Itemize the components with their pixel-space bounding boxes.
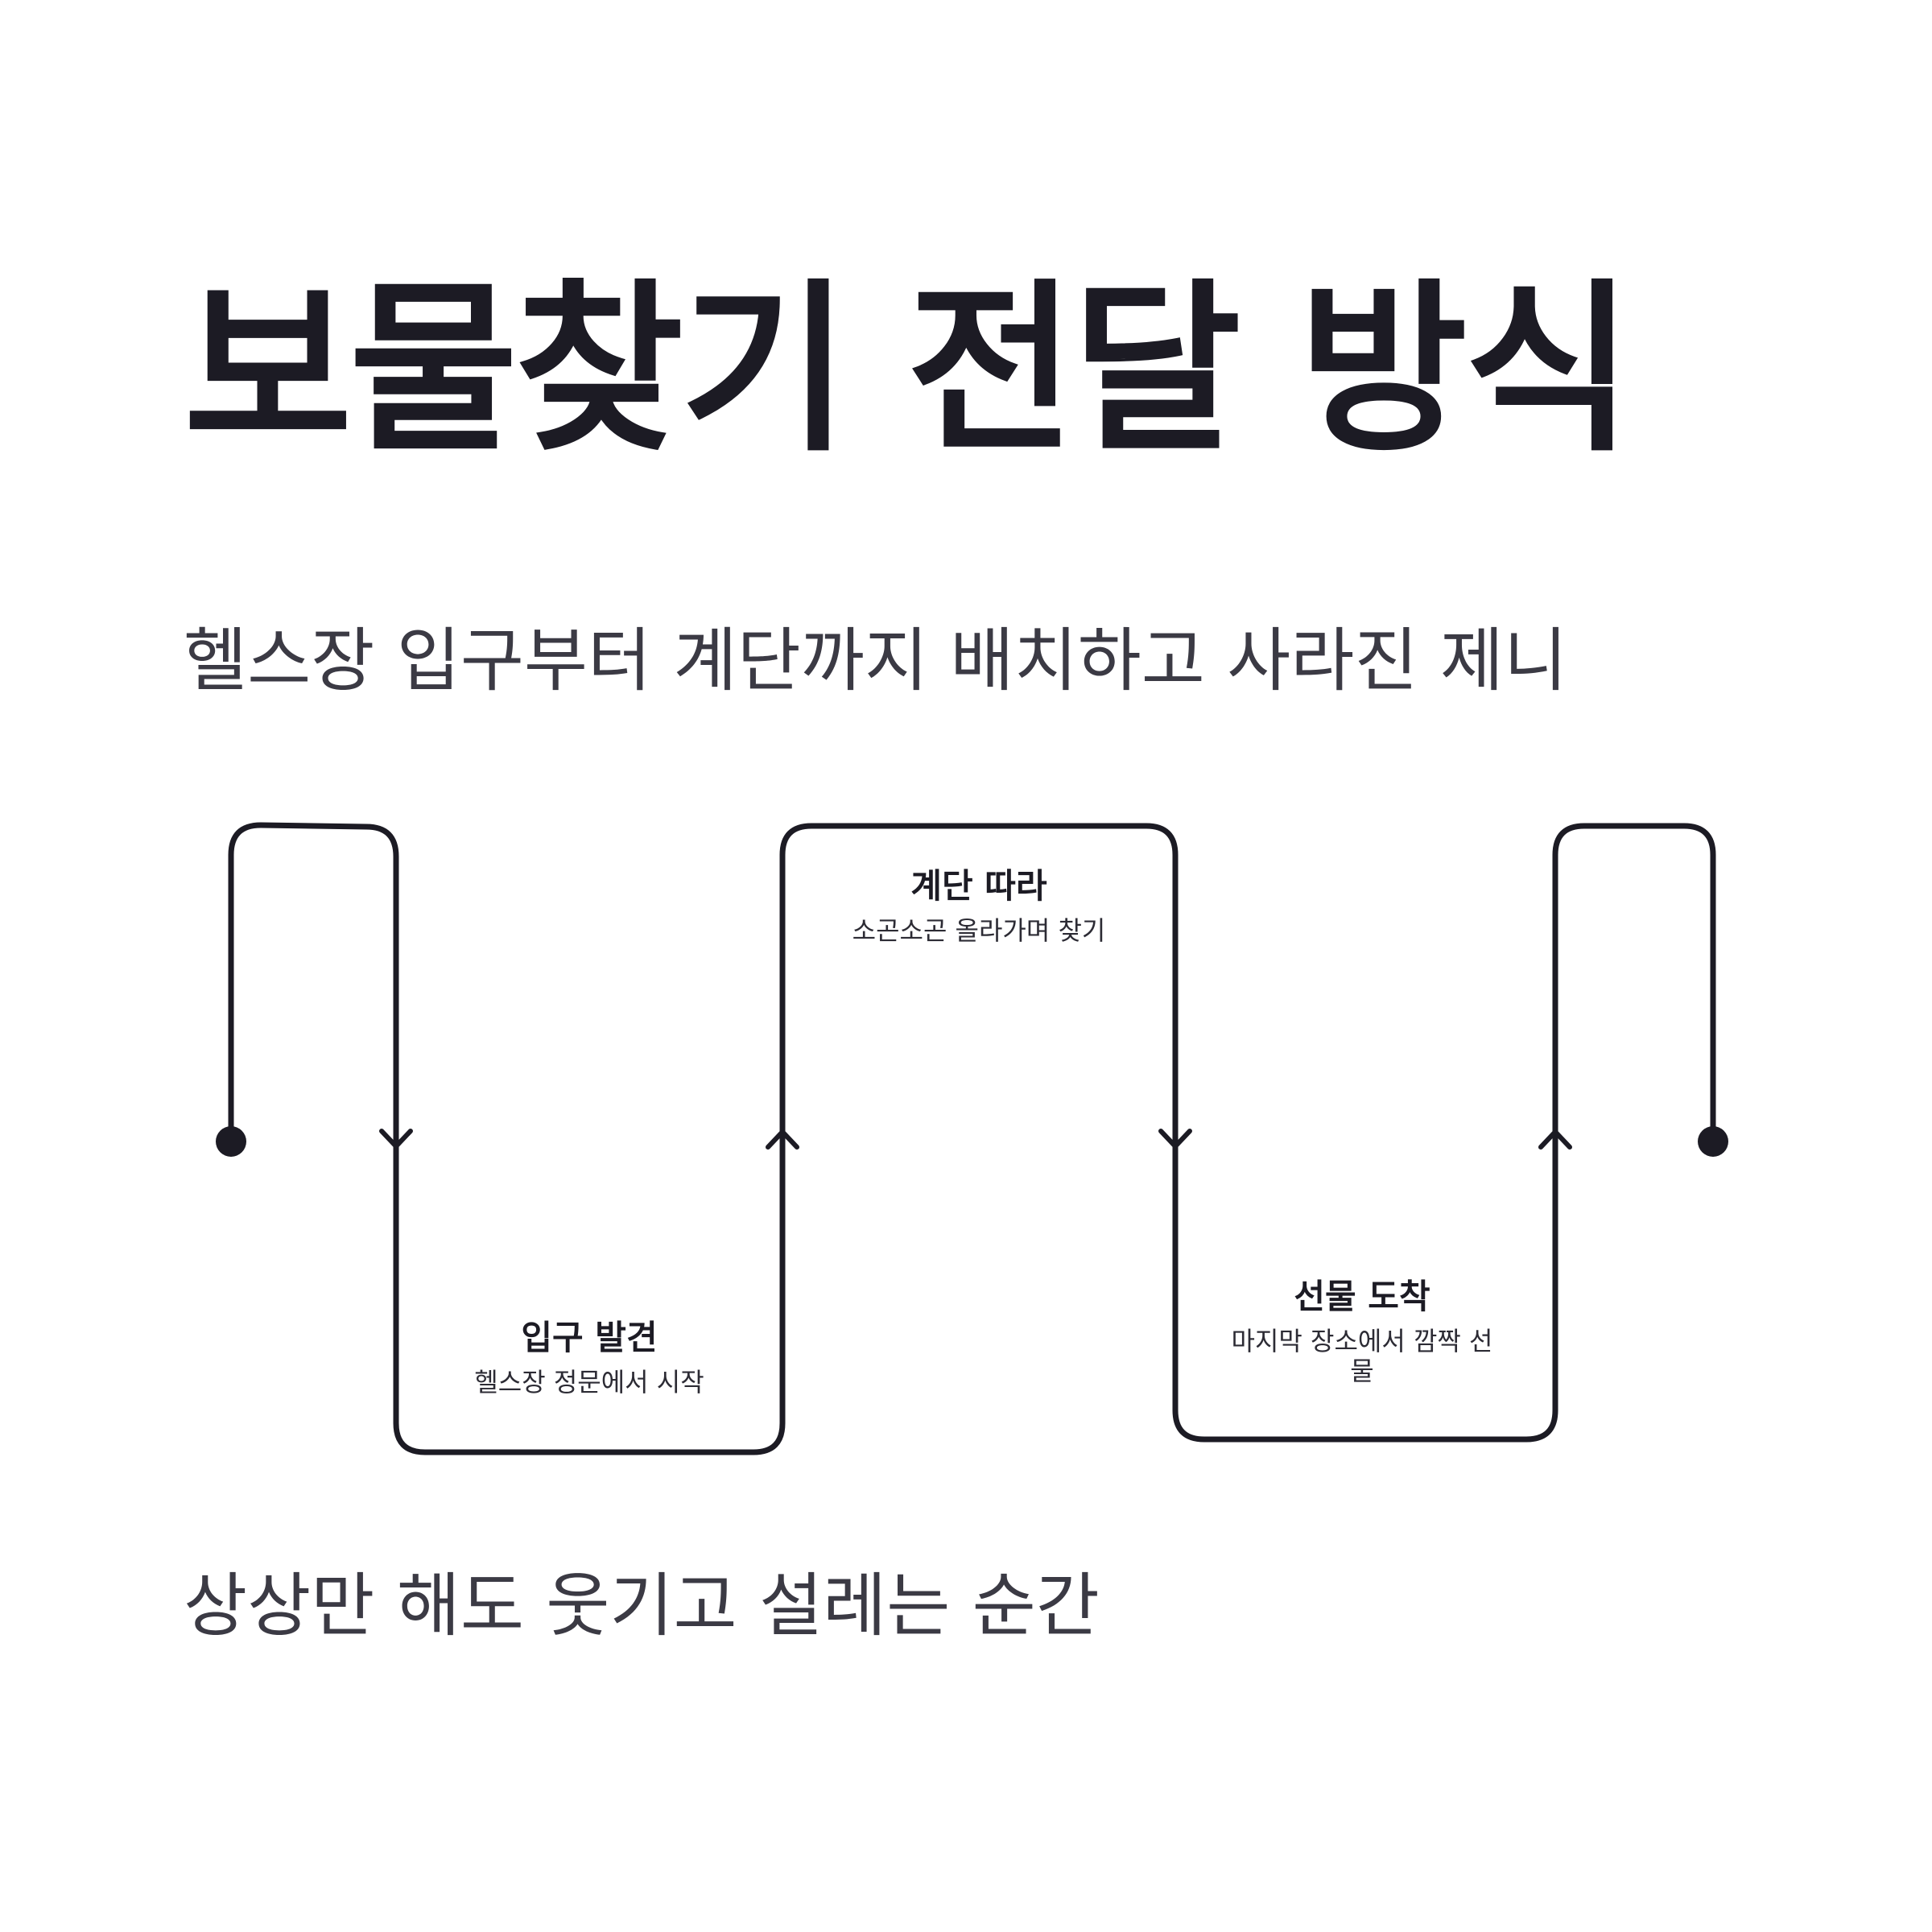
step-entrance: 입구 발견 헬스장 정문에서 시작 (428, 1318, 750, 1397)
step-description: 마지막 장소에서 깜짝 선물 (1231, 1326, 1493, 1387)
arrow-up-icon (1538, 1129, 1572, 1150)
flow-path (228, 822, 1716, 1455)
start-dot (216, 1126, 246, 1157)
step-gift: 선물 도착 마지막 장소에서 깜짝 선물 (1225, 1277, 1499, 1386)
step-title: 계단 따라 (910, 866, 1047, 906)
step-title: 입구 발견 (521, 1318, 658, 1357)
step-description: 소곤소곤 올라가며 찾기 (852, 915, 1106, 947)
page-subtitle: 헬스장 입구부터 계단까지 배치하고 사라진 제니 (184, 621, 1568, 701)
page-title: 보물찾기 전달 방식 (184, 262, 1633, 477)
arrow-down-icon (379, 1129, 413, 1149)
arrow-down-icon (1158, 1129, 1192, 1149)
step-description: 헬스장 정문에서 시작 (474, 1367, 704, 1398)
step-stairs: 계단 따라 소곤소곤 올라가며 찾기 (818, 866, 1140, 946)
page-footer: 상상만 해도 웃기고 설레는 순간 (184, 1566, 1100, 1646)
step-title: 선물 도착 (1294, 1277, 1430, 1316)
arrow-up-icon (766, 1129, 799, 1150)
end-dot (1698, 1126, 1728, 1157)
